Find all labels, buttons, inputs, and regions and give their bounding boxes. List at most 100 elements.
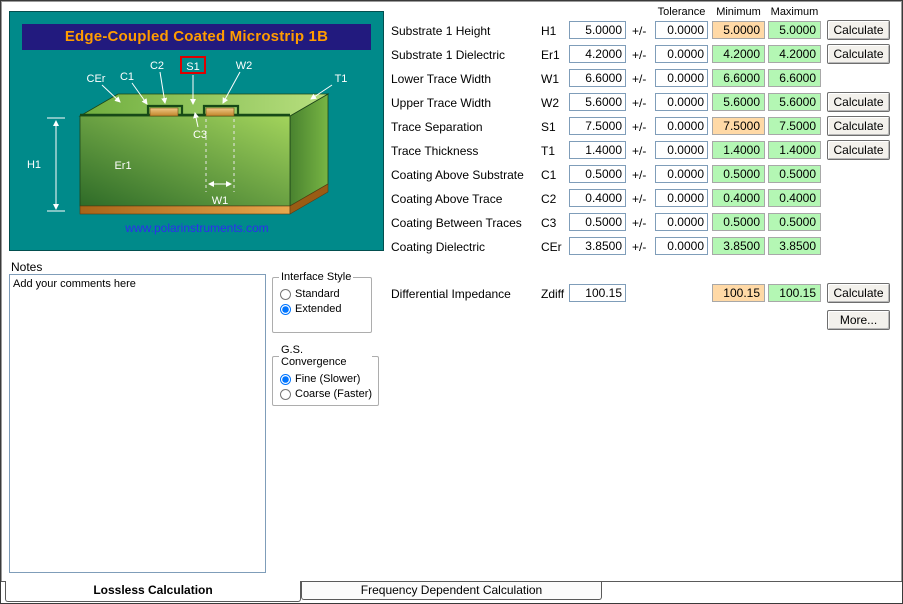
param-tolerance-input[interactable] bbox=[655, 237, 708, 255]
param-value-input[interactable] bbox=[569, 141, 626, 159]
param-label: Coating Above Trace bbox=[391, 192, 503, 206]
plus-minus-label: +/- bbox=[632, 240, 647, 254]
param-symbol: W2 bbox=[541, 96, 559, 110]
plus-minus-label: +/- bbox=[632, 96, 647, 110]
param-value-input[interactable] bbox=[569, 213, 626, 231]
gs-convergence-group: G.S. Convergence Fine (Slower) Coarse (F… bbox=[272, 344, 380, 406]
param-tolerance-input[interactable] bbox=[655, 213, 708, 231]
plus-minus-label: +/- bbox=[632, 168, 647, 182]
impedance-symbol: Zdiff bbox=[541, 287, 565, 301]
param-min-cell: 5.6000 bbox=[712, 93, 765, 111]
param-symbol: C3 bbox=[541, 216, 557, 230]
label-s1: S1 bbox=[186, 61, 199, 73]
param-max-cell: 0.4000 bbox=[768, 189, 821, 207]
plus-minus-label: +/- bbox=[632, 120, 647, 134]
label-c2: C2 bbox=[150, 60, 164, 72]
radio-coarse-faster-input[interactable] bbox=[280, 388, 291, 400]
param-label: Coating Between Traces bbox=[391, 216, 522, 230]
param-max-cell: 0.5000 bbox=[768, 165, 821, 183]
calculate-button[interactable]: Calculate bbox=[827, 44, 890, 64]
radio-fine-slower-label: Fine (Slower) bbox=[295, 373, 361, 385]
label-h1: H1 bbox=[27, 159, 41, 171]
radio-fine-slower-input[interactable] bbox=[280, 373, 291, 385]
plus-minus-label: +/- bbox=[632, 192, 647, 206]
param-tolerance-input[interactable] bbox=[655, 117, 708, 135]
calculate-button[interactable]: Calculate bbox=[827, 116, 890, 136]
param-label: Substrate 1 Height bbox=[391, 24, 491, 38]
param-tolerance-input[interactable] bbox=[655, 45, 708, 63]
param-tolerance-input[interactable] bbox=[655, 189, 708, 207]
param-max-cell: 4.2000 bbox=[768, 45, 821, 63]
dimension-labels: CEr C1 C2 S1 W2 T1 H1 Er1 C3 W1 bbox=[27, 60, 347, 207]
param-label: Lower Trace Width bbox=[391, 72, 492, 86]
structure-title: Edge-Coupled Coated Microstrip 1B bbox=[22, 24, 371, 50]
plus-minus-label: +/- bbox=[632, 216, 647, 230]
param-value-input[interactable] bbox=[569, 21, 626, 39]
radio-standard[interactable]: Standard bbox=[279, 288, 365, 300]
impedance-calculate-button[interactable]: Calculate bbox=[827, 283, 890, 303]
param-value-input[interactable] bbox=[569, 93, 626, 111]
param-label: Coating Above Substrate bbox=[391, 168, 524, 182]
plus-minus-label: +/- bbox=[632, 144, 647, 158]
param-value-input[interactable] bbox=[569, 189, 626, 207]
more-button[interactable]: More... bbox=[827, 310, 890, 330]
param-symbol: H1 bbox=[541, 24, 557, 38]
param-label: Upper Trace Width bbox=[391, 96, 492, 110]
tab-bar: Lossless Calculation Frequency Dependent… bbox=[1, 581, 902, 603]
param-row-w1: Lower Trace Width W1 +/- 6.6000 6.6000 bbox=[389, 69, 899, 91]
tab-frequency-dependent-calculation[interactable]: Frequency Dependent Calculation bbox=[301, 582, 602, 600]
structure-diagram: CEr C1 C2 S1 W2 T1 H1 Er1 C3 W1 www.pola… bbox=[27, 56, 347, 235]
radio-extended[interactable]: Extended bbox=[279, 303, 365, 315]
label-w2: W2 bbox=[236, 60, 253, 72]
param-row-er1: Substrate 1 Dielectric Er1 +/- 4.2000 4.… bbox=[389, 44, 899, 67]
param-row-c2: Coating Above Trace C2 +/- 0.4000 0.4000 bbox=[389, 189, 899, 211]
tab-lossless-calculation[interactable]: Lossless Calculation bbox=[5, 581, 301, 602]
plus-minus-label: +/- bbox=[632, 24, 647, 38]
radio-extended-input[interactable] bbox=[280, 303, 291, 315]
calculate-button[interactable]: Calculate bbox=[827, 140, 890, 160]
param-tolerance-input[interactable] bbox=[655, 165, 708, 183]
param-value-input[interactable] bbox=[569, 69, 626, 87]
param-label: Trace Separation bbox=[391, 120, 483, 134]
label-c1: C1 bbox=[120, 71, 134, 83]
param-tolerance-input[interactable] bbox=[655, 21, 708, 39]
param-max-cell: 3.8500 bbox=[768, 237, 821, 255]
param-symbol: C1 bbox=[541, 168, 557, 182]
radio-coarse-faster[interactable]: Coarse (Faster) bbox=[279, 388, 372, 400]
param-symbol: Er1 bbox=[541, 48, 560, 62]
calculate-button[interactable]: Calculate bbox=[827, 20, 890, 40]
param-label: Substrate 1 Dielectric bbox=[391, 48, 506, 62]
polar-website-link[interactable]: www.polarinstruments.com bbox=[124, 221, 268, 235]
param-value-input[interactable] bbox=[569, 45, 626, 63]
maximum-column-header: Maximum bbox=[770, 6, 819, 18]
param-symbol: T1 bbox=[541, 144, 556, 158]
param-tolerance-input[interactable] bbox=[655, 69, 708, 87]
label-t1: T1 bbox=[335, 73, 348, 85]
param-row-w2: Upper Trace Width W2 +/- 5.6000 5.6000 C… bbox=[389, 92, 899, 115]
param-min-cell: 0.5000 bbox=[712, 213, 765, 231]
param-min-cell: 0.4000 bbox=[712, 189, 765, 207]
param-value-input[interactable] bbox=[569, 117, 626, 135]
label-w1: W1 bbox=[212, 195, 229, 207]
label-cer: CEr bbox=[87, 73, 106, 85]
param-value-input[interactable] bbox=[569, 237, 626, 255]
impedance-value-input[interactable] bbox=[569, 284, 626, 302]
param-row-t1: Trace Thickness T1 +/- 1.4000 1.4000 Cal… bbox=[389, 140, 899, 163]
param-tolerance-input[interactable] bbox=[655, 141, 708, 159]
radio-fine-slower[interactable]: Fine (Slower) bbox=[279, 373, 372, 385]
param-max-cell: 0.5000 bbox=[768, 213, 821, 231]
param-min-cell: 5.0000 bbox=[712, 21, 765, 39]
param-max-cell: 7.5000 bbox=[768, 117, 821, 135]
calculate-button[interactable]: Calculate bbox=[827, 92, 890, 112]
param-tolerance-input[interactable] bbox=[655, 93, 708, 111]
param-symbol: W1 bbox=[541, 72, 559, 86]
radio-standard-input[interactable] bbox=[280, 288, 291, 300]
radio-standard-label: Standard bbox=[295, 288, 340, 300]
param-value-input[interactable] bbox=[569, 165, 626, 183]
minimum-column-header: Minimum bbox=[716, 6, 761, 18]
notes-textarea[interactable]: Add your comments here bbox=[9, 274, 266, 573]
param-min-cell: 7.5000 bbox=[712, 117, 765, 135]
s1-highlight-box bbox=[180, 56, 206, 74]
interface-style-legend: Interface Style bbox=[281, 271, 352, 283]
